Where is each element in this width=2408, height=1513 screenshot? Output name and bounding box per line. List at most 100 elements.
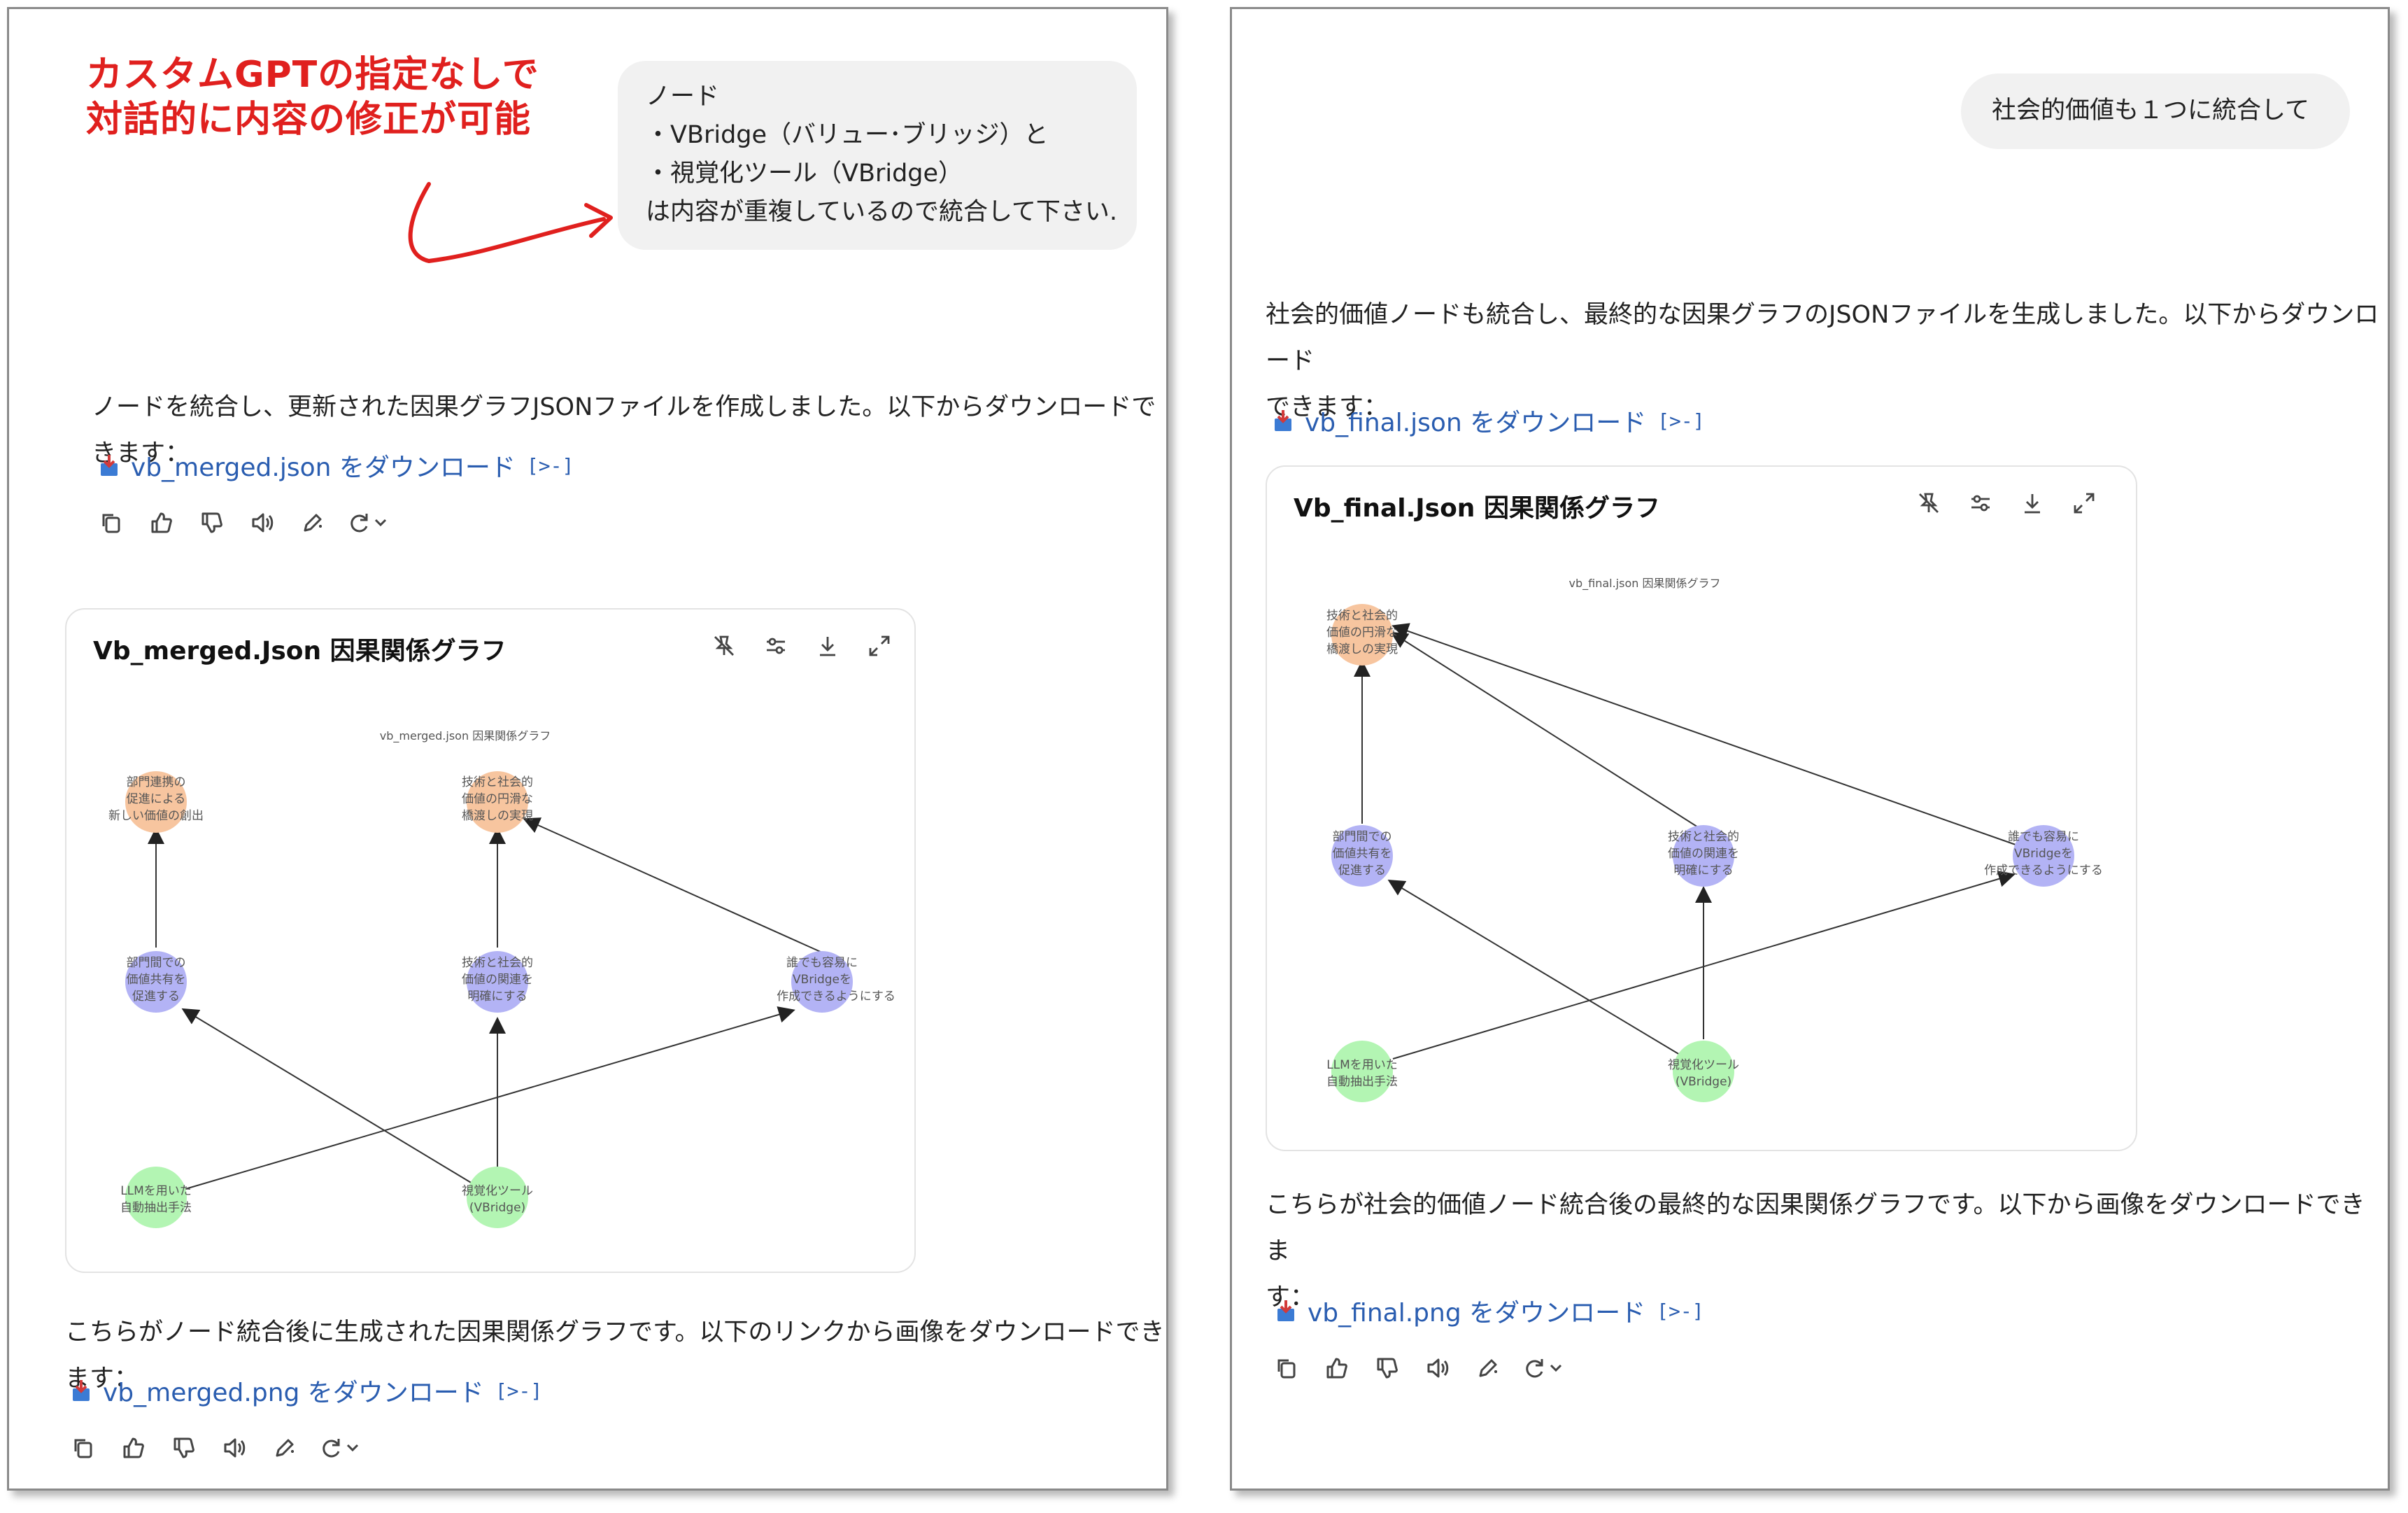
speaker-icon[interactable] [219, 1433, 250, 1463]
node-label: 価値の関連を [1668, 847, 1739, 861]
message-action-bar [68, 1433, 364, 1463]
node-label: 自動抽出手法 [1326, 1075, 1398, 1089]
graph-inner-title: vb_final.json 因果関係グラフ [1569, 577, 1721, 591]
message-action-bar [1271, 1353, 1568, 1384]
speaker-icon[interactable] [1422, 1353, 1453, 1384]
edit-icon[interactable] [269, 1433, 300, 1463]
node-label: 技術と社会的 [462, 956, 533, 970]
node-label: 価値共有を [127, 973, 186, 987]
node-label: LLMを用いた [120, 1184, 192, 1198]
graph-node [1331, 1041, 1393, 1102]
copy-icon[interactable] [1271, 1353, 1302, 1384]
thumbs-down-icon[interactable] [1372, 1353, 1403, 1384]
download-link-final-json[interactable]: vb_final.json をダウンロード [>-] [1273, 402, 1705, 439]
assistant-response-text: 社会的価値ノードも統合し、最終的な因果グラフのJSONファイルを生成しました。以… [1266, 292, 2388, 430]
graph-edge [523, 817, 823, 953]
graph-edge [185, 1006, 795, 1190]
graph-node [125, 771, 187, 833]
file-download-icon [1273, 409, 1294, 432]
adjust-icon[interactable] [1967, 489, 1995, 517]
causal-graph-final: vb_final.json 因果関係グラフ 技術と社会的 価値の円滑な 橋渡しの… [1326, 577, 2103, 1102]
user-message-bubble: 社会的価値も１つに統合して [1961, 73, 2350, 149]
node-label: 誰でも容易に [786, 956, 858, 970]
annotation-arrow [408, 182, 613, 264]
regenerate-icon[interactable] [1523, 1353, 1568, 1384]
graph-edge [1387, 879, 1680, 1055]
node-label: 明確にする [467, 990, 527, 1004]
causal-graph-merged: vb_merged.json 因果関係グラフ 部門連携の 促進による 新しい価値… [108, 729, 895, 1228]
download-link-label: vb_final.json をダウンロード [1305, 409, 1647, 437]
file-download-icon [1275, 1299, 1296, 1323]
thumbs-up-icon[interactable] [146, 507, 177, 538]
chevron-down-icon [374, 519, 387, 527]
node-label: 技術と社会的 [1668, 830, 1739, 844]
download-icon[interactable] [814, 632, 842, 660]
download-link-label: vb_merged.png をダウンロード [103, 1379, 484, 1407]
graph-node [467, 951, 528, 1013]
graph-node [791, 951, 853, 1013]
node-label: 橋渡しの実現 [462, 809, 533, 823]
annotation-line-2: 対話的に内容の修正が可能 [86, 99, 532, 141]
node-label: 作成できるようにする [777, 990, 895, 1004]
assistant-response-text: こちらが社会的価値ノード統合後の最終的な因果関係グラフです。以下から画像をダウン… [1266, 1182, 2388, 1321]
left-chat-panel: カスタムGPTの指定なしで 対話的に内容の修正が可能 ノード ・VBridge（… [7, 7, 1168, 1491]
graph-toolbar [710, 632, 893, 660]
node-label: 技術と社会的 [462, 775, 533, 789]
response-line: こちらが社会的価値ノード統合後の最終的な因果関係グラフです。以下から画像をダウン… [1266, 1191, 2365, 1265]
copy-icon[interactable] [96, 507, 127, 538]
unpin-icon[interactable] [1915, 489, 1943, 517]
node-label: 新しい価値の創出 [108, 809, 204, 823]
file-download-icon [71, 1379, 92, 1402]
node-label: VBridgeを [2014, 847, 2073, 861]
regenerate-icon[interactable] [348, 507, 392, 538]
graph-title: Vb_merged.Json 因果関係グラフ [93, 637, 507, 666]
graph-edge [181, 1008, 473, 1184]
code-chip: [>-] [495, 1379, 543, 1402]
graph-toolbar [1915, 489, 2098, 517]
expand-icon[interactable] [2070, 489, 2098, 517]
thumbs-up-icon[interactable] [118, 1433, 149, 1463]
node-label: 価値の円滑な [1326, 626, 1398, 640]
node-label: 視覚化ツール [462, 1184, 533, 1198]
download-icon[interactable] [2018, 489, 2046, 517]
graph-card-merged: Vb_merged.Json 因果関係グラフ vb_merged.json 因果… [65, 608, 916, 1273]
user-message-text: 社会的価値も１つに統合して [1992, 97, 2309, 125]
graph-node [467, 1167, 528, 1228]
edit-icon[interactable] [297, 507, 328, 538]
node-label: 促進する [1338, 864, 1386, 878]
response-line: 社会的価値ノードも統合し、最終的な因果グラフのJSONファイルを生成しました。以… [1266, 301, 2379, 375]
copy-icon[interactable] [68, 1433, 99, 1463]
node-label: 価値の円滑な [462, 792, 533, 806]
user-message-line: は内容が重複しているので統合して下さい. [646, 198, 1118, 226]
thumbs-down-icon[interactable] [197, 507, 227, 538]
expand-icon[interactable] [865, 632, 893, 660]
graph-card-final: Vb_final.Json 因果関係グラフ vb_final.json 因果関係… [1266, 465, 2137, 1151]
thumbs-up-icon[interactable] [1322, 1353, 1352, 1384]
node-label: 自動抽出手法 [120, 1201, 192, 1215]
graph-node [1673, 1041, 1734, 1102]
download-link-merged-json[interactable]: vb_merged.json をダウンロード [>-] [99, 447, 574, 484]
graph-node [2013, 825, 2074, 887]
edit-icon[interactable] [1473, 1353, 1503, 1384]
node-label: 明確にする [1673, 864, 1733, 878]
user-message-line: ・視覚化ツール（VBridge） [646, 160, 963, 188]
thumbs-down-icon[interactable] [169, 1433, 199, 1463]
regenerate-icon[interactable] [320, 1433, 364, 1463]
node-label: 作成できるようにする [1984, 864, 2103, 878]
assistant-response-text: ノードを統合し、更新された因果グラフJSONファイルを作成しました。以下からダウ… [92, 393, 1156, 467]
graph-title: Vb_final.Json 因果関係グラフ [1294, 494, 1660, 523]
adjust-icon[interactable] [762, 632, 790, 660]
download-link-merged-png[interactable]: vb_merged.png をダウンロード [>-] [71, 1372, 542, 1409]
graph-node [125, 1167, 187, 1228]
node-label: 促進による [127, 792, 186, 806]
graph-node [467, 771, 528, 833]
node-label: 技術と社会的 [1326, 609, 1398, 623]
download-link-final-png[interactable]: vb_final.png をダウンロード [>-] [1275, 1293, 1704, 1329]
graph-inner-title: vb_merged.json 因果関係グラフ [380, 729, 551, 743]
speaker-icon[interactable] [247, 507, 278, 538]
node-label: 橋渡しの実現 [1326, 642, 1398, 656]
file-download-icon [99, 453, 120, 477]
node-label: 部門連携の [127, 775, 186, 789]
download-link-label: vb_final.png をダウンロード [1308, 1299, 1646, 1328]
unpin-icon[interactable] [710, 632, 738, 660]
